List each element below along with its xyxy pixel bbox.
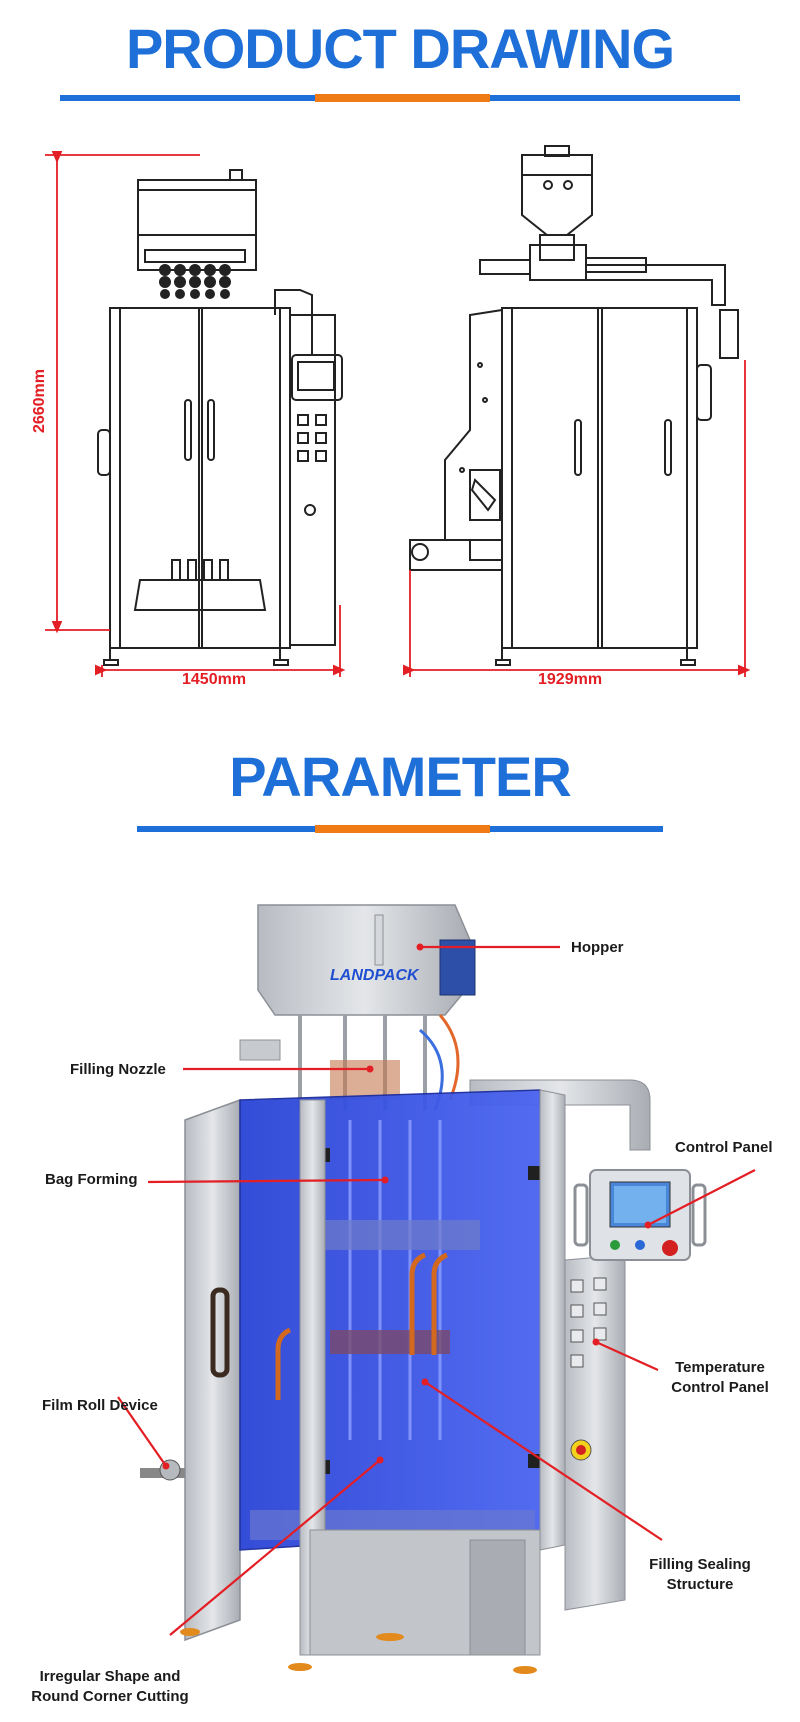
technical-drawing xyxy=(45,145,751,677)
hopper-callout: Hopper xyxy=(571,939,624,956)
bag-forming-callout: Bag Forming xyxy=(45,1171,138,1188)
control-panel-callout: Control Panel xyxy=(675,1139,773,1156)
irregular-line-2: Round Corner Cutting xyxy=(31,1688,189,1705)
temperature-line-2: Control Panel xyxy=(671,1379,769,1396)
hopper-brand-text: LANDPACK xyxy=(330,967,420,984)
film-roll-callout: Film Roll Device xyxy=(42,1397,158,1414)
height-dimension-label: 2660mm xyxy=(31,368,48,434)
callout-lines xyxy=(117,945,756,1636)
filling-sealing-line-1: Filling Sealing xyxy=(649,1556,751,1573)
front-width-dimension-label: 1450mm xyxy=(182,671,247,688)
irregular-shape-callout: Irregular Shape and Round Corner Cutting xyxy=(15,1667,205,1707)
filling-nozzle-callout: Filling Nozzle xyxy=(70,1061,166,1078)
filling-sealing-callout: Filling Sealing Structure xyxy=(635,1555,765,1595)
front-view xyxy=(97,169,343,666)
temperature-control-callout: Temperature Control Panel xyxy=(655,1358,785,1398)
temperature-line-1: Temperature xyxy=(675,1359,765,1376)
dimension-lines xyxy=(45,150,751,677)
filling-sealing-line-2: Structure xyxy=(666,1576,734,1593)
irregular-line-1: Irregular Shape and xyxy=(39,1668,181,1685)
side-width-dimension-label: 1929mm xyxy=(538,671,603,688)
parameter-title: PARAMETER xyxy=(229,745,572,808)
product-drawing-title: PRODUCT DRAWING xyxy=(125,17,675,80)
side-view xyxy=(409,145,739,666)
hopper-unit: LANDPACK xyxy=(257,904,476,1016)
title-underline-orange xyxy=(315,94,490,102)
machine-illustration: LANDPACK xyxy=(117,904,756,1674)
parameter-underline-orange xyxy=(315,825,490,833)
